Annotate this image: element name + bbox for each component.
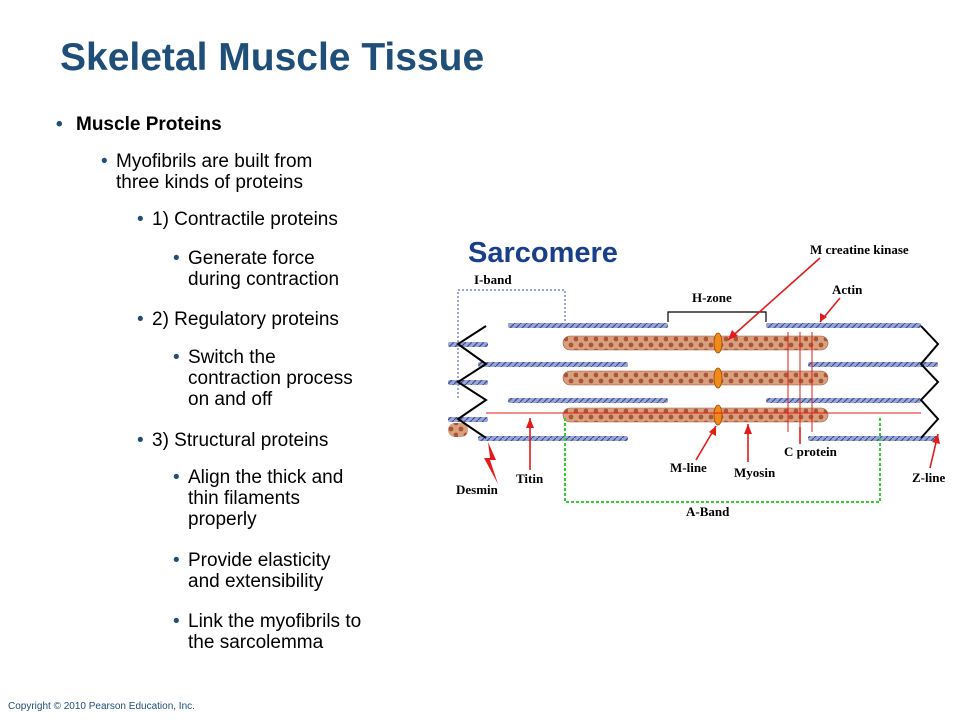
- bullet-elasticity: • Provide elasticity and extensibility: [173, 550, 331, 592]
- label-m-line: M-line: [670, 460, 707, 475]
- desmin-bolt-icon: [484, 442, 498, 484]
- bullet-dot: •: [137, 209, 144, 230]
- bullet-generate-force: • Generate force during contraction: [173, 248, 340, 290]
- arrowhead-m-creatine-kinase: [728, 330, 738, 340]
- bullet-dot: •: [173, 611, 180, 632]
- figure-heading: Sarcomere: [468, 237, 618, 269]
- sarcomere-diagram: Sarcomere I-band H-zone: [448, 237, 945, 519]
- bullet-muscle-proteins: • Muscle Proteins: [56, 114, 222, 135]
- label-a-band: A-Band: [686, 504, 730, 519]
- arrowhead-titin: [526, 418, 534, 428]
- label-myosin: Myosin: [734, 465, 776, 480]
- arrowhead-z-line: [932, 434, 940, 444]
- bullet-dot: •: [173, 347, 180, 368]
- bullet-link: • Link the myofibrils to the sarcolemma: [173, 611, 362, 653]
- copyright-notice: Copyright © 2010 Pearson Education, Inc.: [8, 701, 195, 712]
- bullet-myofibrils: • Myofibrils are built from three kinds …: [101, 151, 313, 193]
- arrowhead-m-line: [709, 426, 716, 436]
- slide-title: Skeletal Muscle Tissue: [60, 36, 485, 79]
- bullet-dot: •: [173, 550, 180, 571]
- label-titin: Titin: [516, 471, 544, 486]
- arrowhead-myosin: [744, 424, 752, 434]
- bullet-switch: • Switch the contraction process on and …: [173, 347, 353, 410]
- a-band-bracket: [564, 418, 881, 503]
- bullet-contractile: • 1) Contractile proteins: [137, 209, 338, 230]
- arrow-m-creatine-kinase: [727, 257, 821, 341]
- bullet-dot: •: [173, 467, 180, 488]
- label-actin: Actin: [832, 282, 863, 297]
- label-i-band: I-band: [474, 272, 512, 287]
- label-desmin: Desmin: [456, 482, 499, 497]
- c-protein-lines: [787, 332, 813, 432]
- bullet-dot: •: [56, 114, 63, 135]
- m-line-ovals: [713, 332, 723, 426]
- bullet-structural: • 3) Structural proteins: [137, 430, 329, 451]
- label-z-line: Z-line: [912, 470, 945, 485]
- bullet-dot: •: [173, 248, 180, 269]
- label-m-creatine-kinase: M creatine kinase: [810, 242, 909, 257]
- bullet-list: • Muscle Proteins • Myofibrils are built…: [0, 0, 440, 720]
- h-zone-bracket: [667, 311, 767, 322]
- bullet-dot: •: [137, 430, 144, 451]
- sarcomere-figure: Sarcomere I-band H-zone: [448, 222, 958, 522]
- bullet-dot: •: [101, 151, 108, 172]
- bullet-align: • Align the thick and thin filaments pro…: [173, 467, 344, 530]
- label-h-zone: H-zone: [692, 290, 732, 305]
- arrowhead-actin: [820, 313, 827, 322]
- z-lines: [456, 325, 940, 439]
- bullet-regulatory: • 2) Regulatory proteins: [137, 309, 339, 330]
- thin-filaments-right: [766, 323, 938, 441]
- bullet-dot: •: [137, 309, 144, 330]
- label-c-protein: C protein: [784, 444, 838, 459]
- thick-filaments: [448, 335, 829, 437]
